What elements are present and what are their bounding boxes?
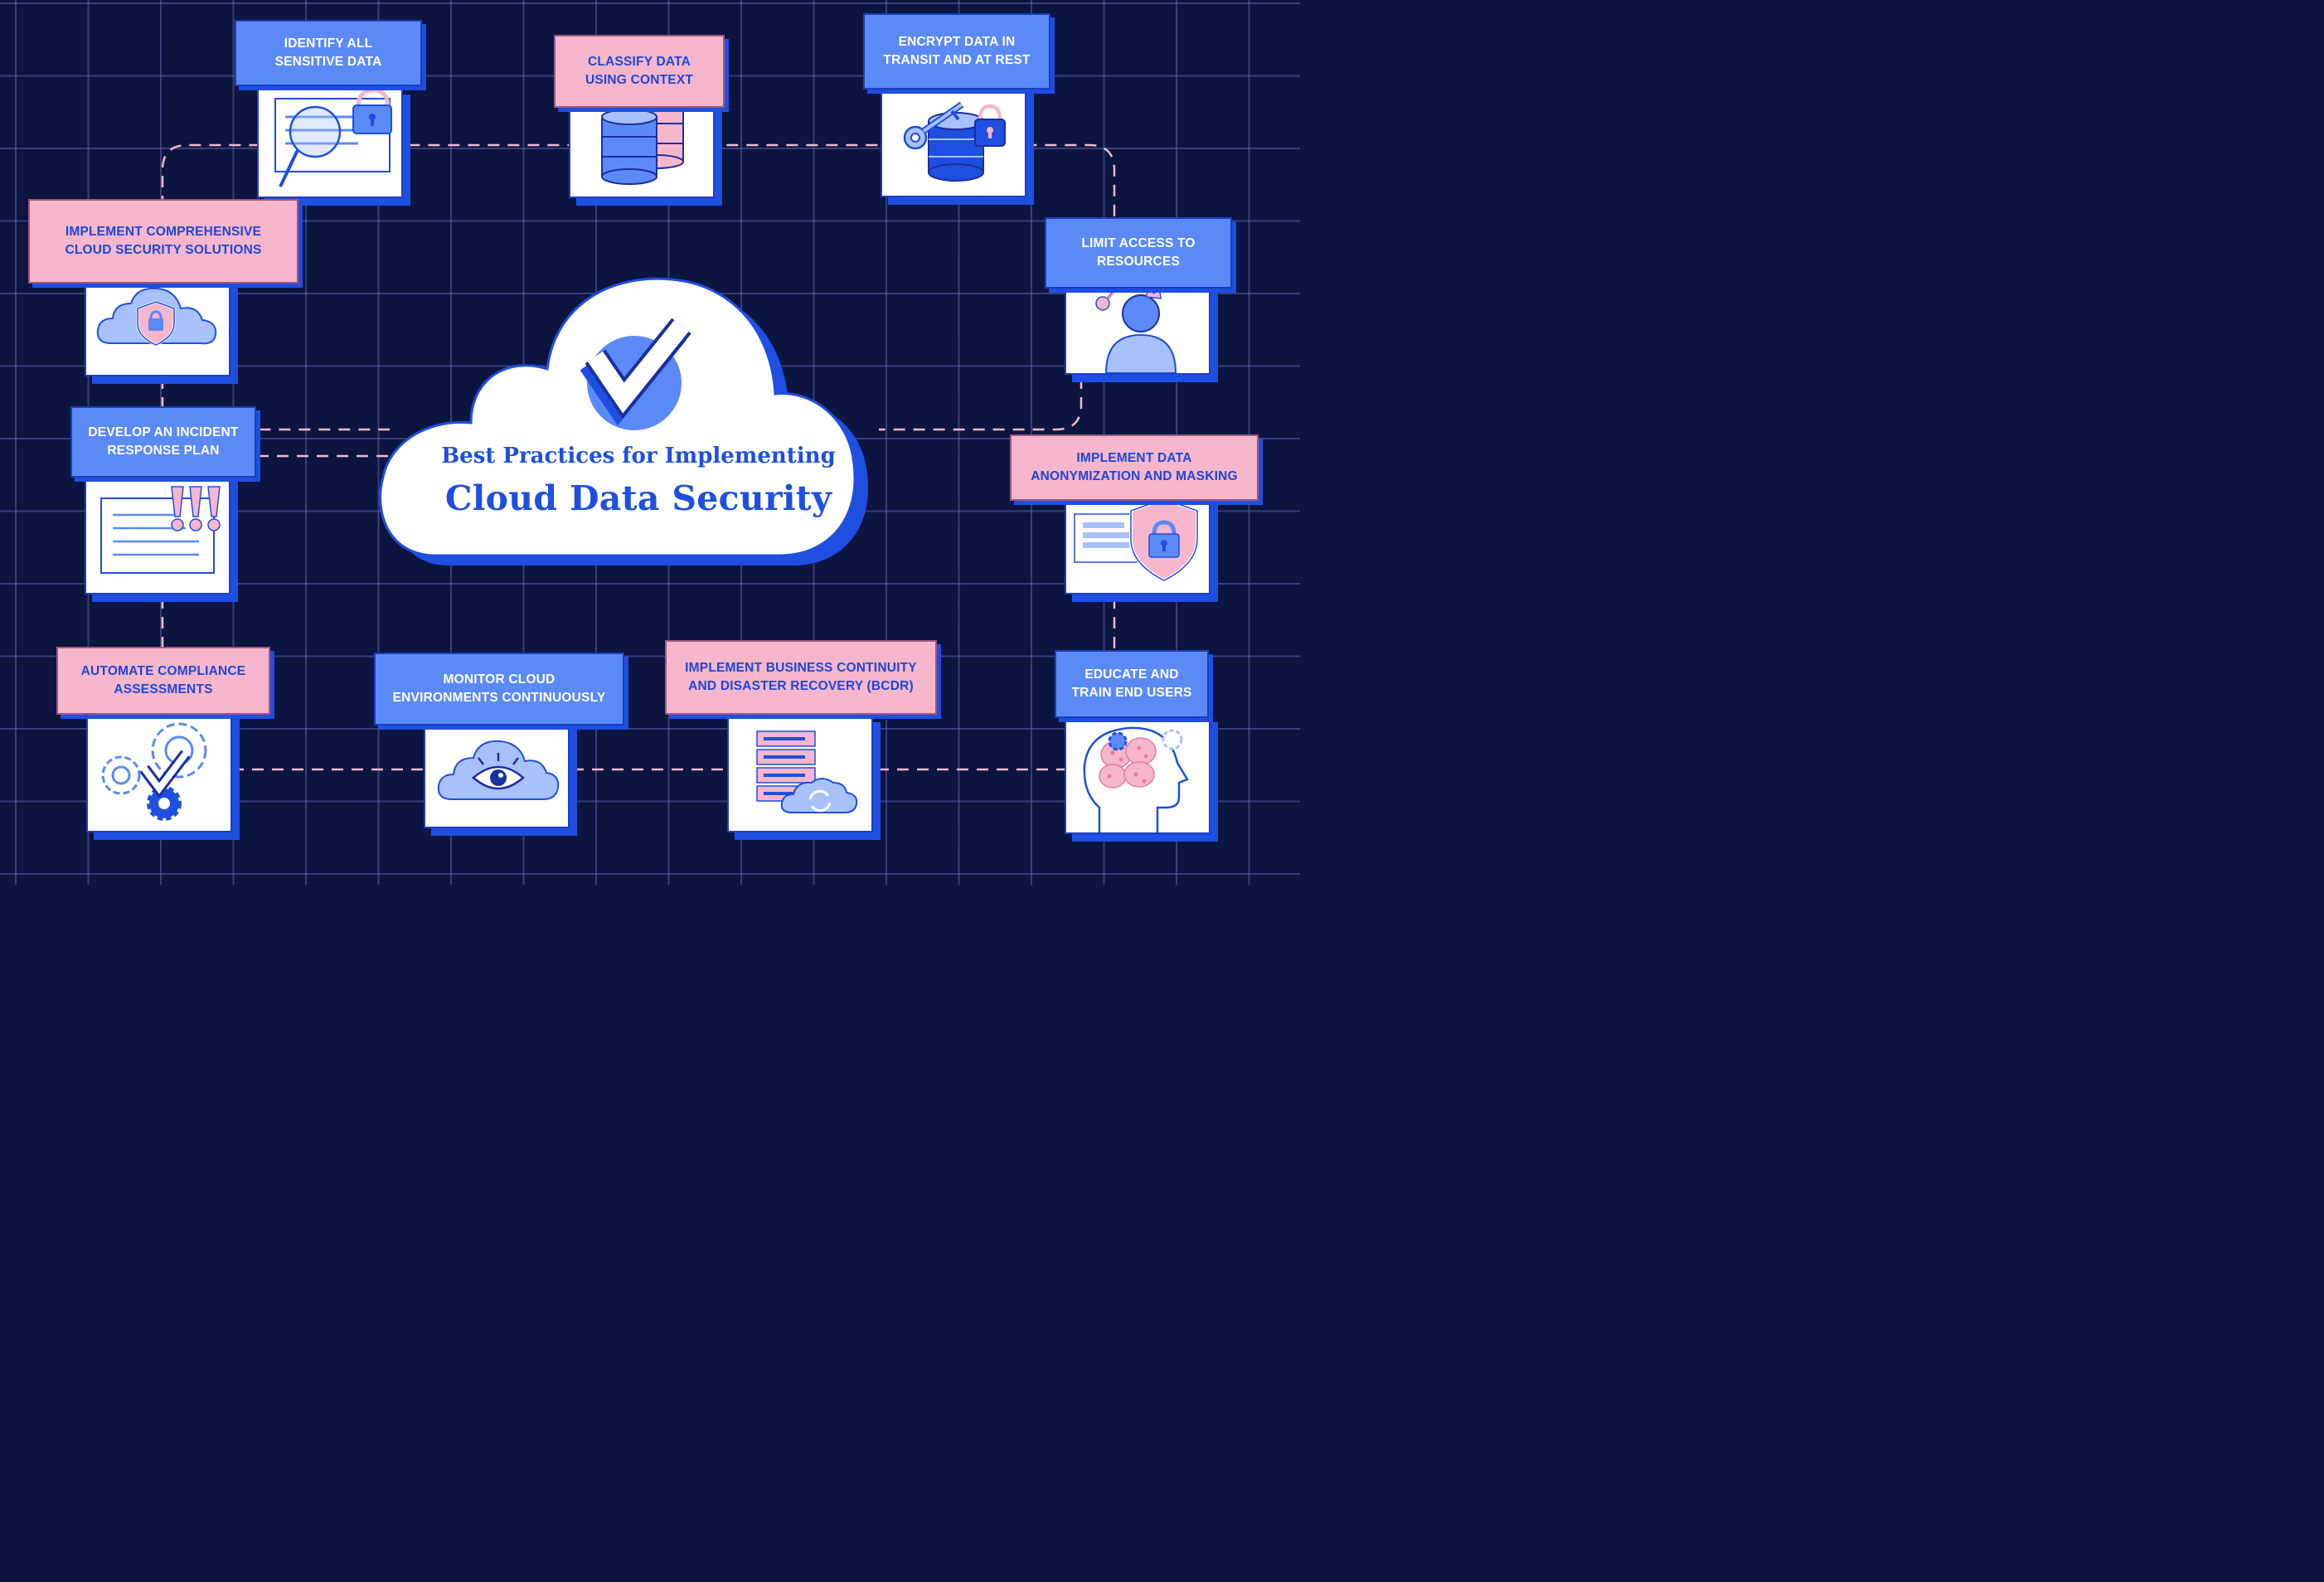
practice-label: Automate compliance assessments bbox=[56, 647, 270, 715]
practice-label: Educate and train end users bbox=[1055, 650, 1209, 718]
practice-label: Develop an incident response plan bbox=[70, 406, 256, 478]
practice-illustration-panel bbox=[257, 87, 403, 198]
central-cloud-hub: Best Practices for Implementing Cloud Da… bbox=[373, 269, 904, 576]
infographic-canvas: Best Practices for Implementing Cloud Da… bbox=[0, 0, 1300, 885]
practice-label: Limit access to resources bbox=[1045, 217, 1232, 289]
practice-label: Encrypt data in transit and at rest bbox=[863, 13, 1050, 90]
practice-illustration-panel bbox=[86, 709, 232, 832]
practice-illustration-panel bbox=[569, 95, 715, 198]
cloud-shield-lock-icon bbox=[96, 287, 217, 347]
database-stack-icon bbox=[601, 97, 684, 185]
practice-illustration-panel bbox=[727, 715, 873, 832]
server-cloud-sync-icon bbox=[756, 730, 858, 813]
practice-illustration-panel bbox=[424, 721, 570, 828]
practice-illustration-panel bbox=[1065, 496, 1211, 594]
practice-illustration-panel bbox=[85, 274, 230, 376]
masked-document-shield-icon bbox=[1074, 497, 1199, 583]
practice-illustration-panel bbox=[1065, 715, 1211, 834]
practice-label: Implement comprehensive cloud security s… bbox=[28, 199, 298, 284]
alert-document-icon bbox=[100, 486, 221, 574]
gears-checkmark-icon bbox=[101, 722, 207, 821]
practice-label: Implement business continuity and disast… bbox=[665, 640, 937, 715]
practice-label: Identify all sensitive data bbox=[235, 20, 422, 86]
practice-illustration-panel bbox=[1065, 274, 1211, 375]
title-line-2: Cloud Data Security bbox=[444, 478, 832, 518]
user-key-crown-icon bbox=[1095, 282, 1177, 373]
cloud-eye-icon bbox=[437, 740, 560, 800]
head-brain-gears-icon bbox=[1083, 726, 1189, 832]
magnifier-document-lock-icon bbox=[274, 89, 392, 187]
practice-label: Monitor cloud environments continuously bbox=[374, 653, 624, 725]
practice-illustration-panel bbox=[85, 468, 230, 594]
title-line-1: Best Practices for Implementing bbox=[441, 444, 836, 468]
practice-illustration-panel bbox=[881, 76, 1026, 197]
practice-label: Classify data using context bbox=[554, 35, 725, 108]
key-database-lock-icon bbox=[903, 101, 1006, 182]
practice-label: Implement data anonymization and masking bbox=[1010, 434, 1259, 501]
checkmark-icon bbox=[580, 318, 691, 426]
